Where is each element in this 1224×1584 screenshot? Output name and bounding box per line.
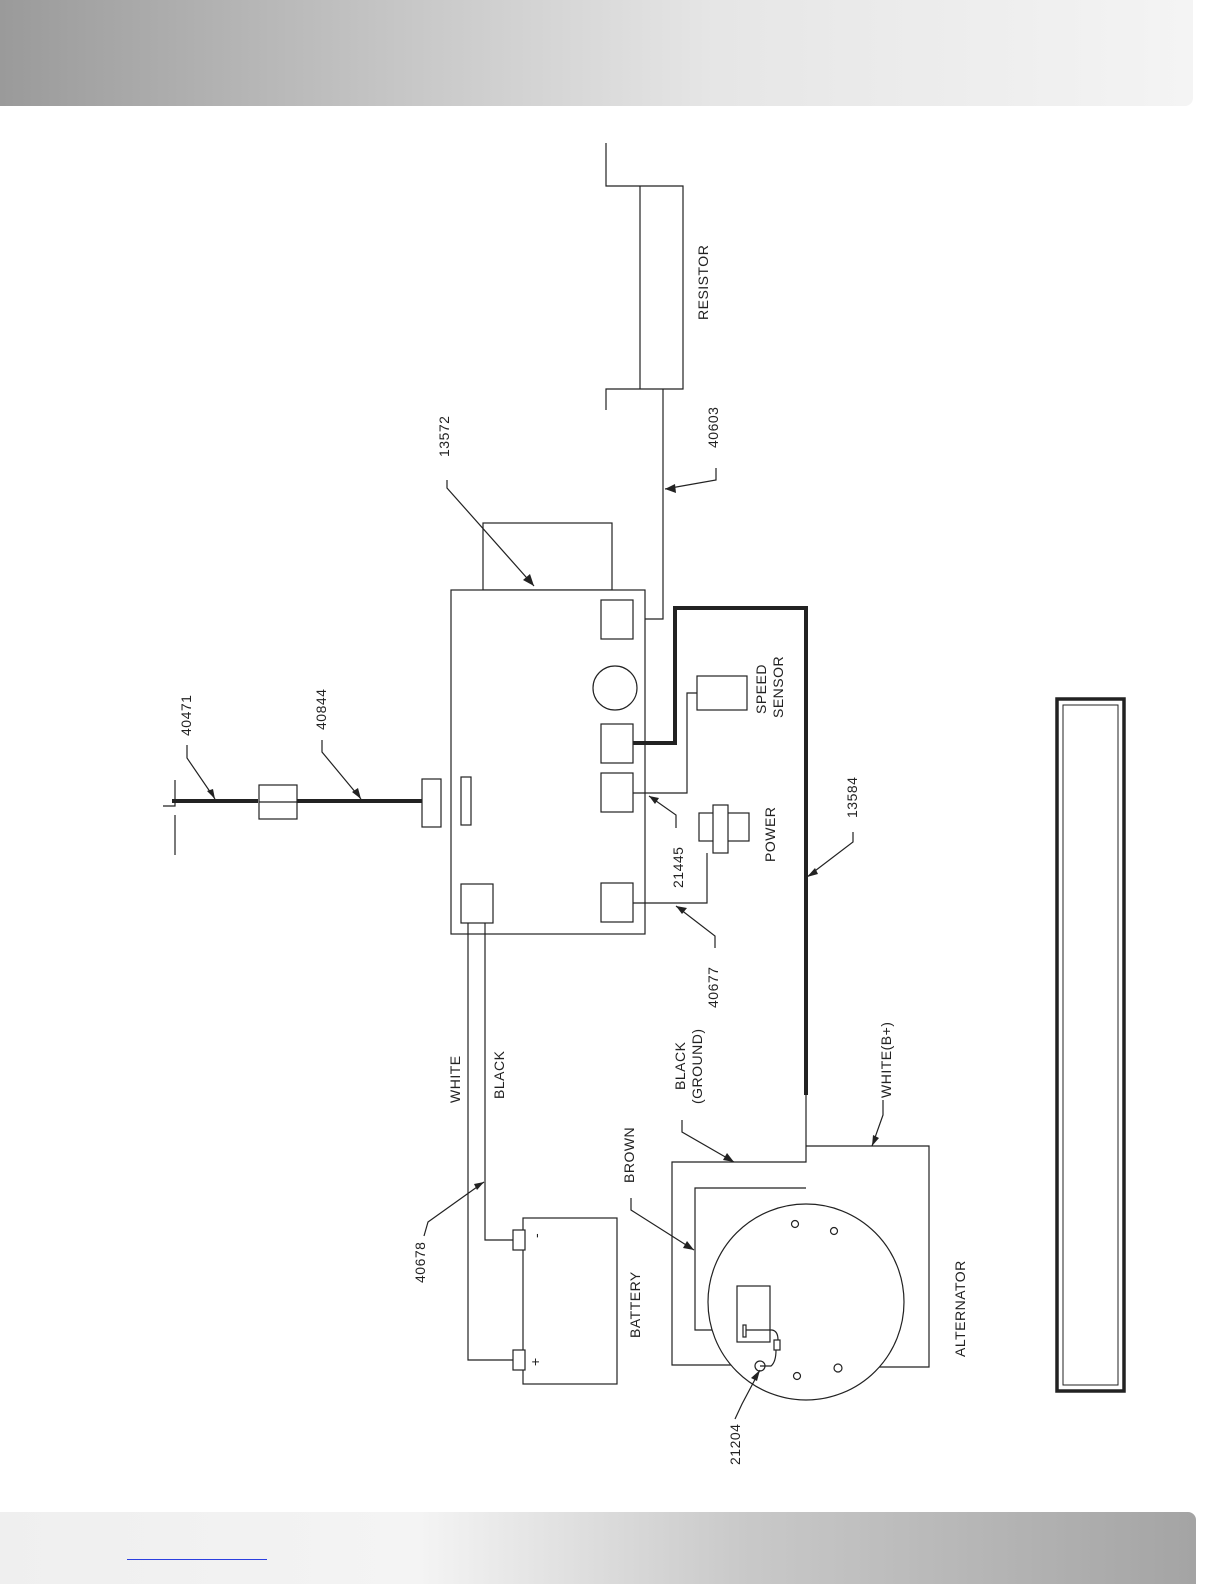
label-black: BLACK (491, 1050, 507, 1099)
label-brown: BROWN (621, 1127, 637, 1183)
alternator (708, 1204, 904, 1400)
title-block-frame (1057, 699, 1124, 1391)
label-power: POWER (762, 807, 778, 862)
leader-40678 (424, 1182, 484, 1236)
part-13584: 13584 (844, 777, 860, 818)
arrow-black-ground (723, 1153, 734, 1162)
battery-plus-terminal: + (527, 1357, 543, 1366)
battery-minus-terminal: - (528, 1233, 544, 1238)
part-40471: 40471 (178, 695, 194, 736)
part-21204: 21204 (727, 1424, 743, 1465)
label-speed-sensor-2: SENSOR (770, 656, 786, 718)
label-white: WHITE (447, 1055, 463, 1103)
arrow-40471 (207, 789, 215, 799)
part-13572: 13572 (436, 416, 452, 457)
speed-sensor (633, 676, 747, 793)
part-21445: 21445 (670, 847, 686, 888)
label-black-ground-2: (GROUND) (689, 1028, 705, 1104)
resistor (606, 143, 683, 410)
arrow-40603 (665, 484, 676, 493)
arrow-brown (683, 1241, 694, 1250)
power-connector (633, 805, 749, 903)
part-40678: 40678 (412, 1242, 428, 1283)
footer-band (0, 1512, 1196, 1584)
label-white-b-plus: WHITE(B+) (878, 1022, 894, 1098)
footer-link-underline[interactable] (127, 1556, 267, 1560)
battery-harness (468, 923, 513, 1360)
label-black-ground-1: BLACK (672, 1041, 688, 1090)
label-speed-sensor-1: SPEED (753, 664, 769, 714)
part-40603: 40603 (705, 407, 721, 448)
arrow-21445 (649, 796, 659, 804)
part-40677: 40677 (705, 967, 721, 1008)
wire-40603 (633, 389, 663, 619)
controller-board (451, 523, 645, 934)
part-40844: 40844 (313, 689, 329, 730)
label-battery: BATTERY (627, 1271, 643, 1338)
cable-40471-40844 (163, 779, 441, 855)
label-resistor: RESISTOR (695, 245, 711, 320)
leader-brown (631, 1198, 694, 1250)
arrow-white-b-plus (872, 1135, 879, 1146)
label-alternator: ALTERNATOR (952, 1260, 968, 1357)
